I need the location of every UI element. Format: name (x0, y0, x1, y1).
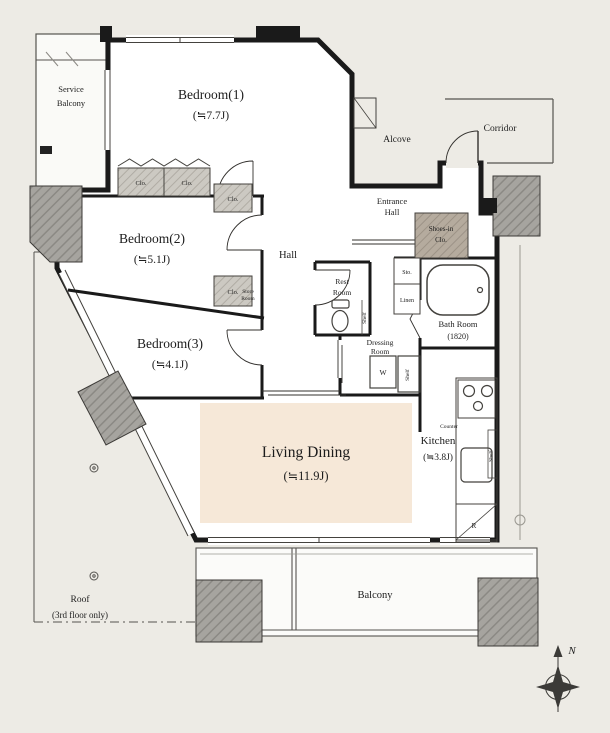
living-dining-size: (≒11.9J) (283, 469, 328, 483)
closet-label-3: Clo. (227, 196, 238, 203)
shoes-in-closet-box (414, 212, 469, 259)
linen-label: Linen (400, 298, 414, 304)
service-balcony-label2: Balcony (57, 98, 86, 108)
roof-label2: (3rd floor only) (52, 610, 108, 620)
fixture-labels: Clo. Clo. Clo. Clo. Sto. Linen Shelf W S… (135, 180, 494, 530)
kitchen-size: (≒3.8J) (423, 452, 453, 463)
kitchen-label: Kitchen (421, 435, 456, 447)
store-room-label2: Room (241, 296, 255, 302)
meter-box (353, 97, 377, 129)
rest-room-label2: Room (333, 288, 352, 297)
dressing-shelf-label: Shelf (404, 369, 411, 381)
dressing-room-label2: Room (371, 347, 390, 356)
closet-label-1: Clo. (135, 180, 146, 187)
dressing-shelf (397, 355, 421, 393)
refrigerator-space (455, 503, 498, 541)
closet-label-4: Clo. (227, 289, 238, 296)
washer-label: W (379, 368, 387, 377)
roof-label: Roof (71, 594, 91, 605)
bedroom1-size: (≒7.7J) (193, 110, 229, 122)
corridor-label: Corridor (484, 124, 518, 134)
balcony-label: Balcony (358, 590, 394, 601)
pipe-shaft-entrance (481, 198, 497, 213)
pillar-bottom-right (477, 577, 539, 647)
bathtub (426, 264, 490, 316)
rest-shelf-label: Shelf (361, 312, 368, 324)
pillars (29, 175, 541, 647)
shafts (100, 26, 497, 213)
living-dining-label: Living Dining (262, 444, 351, 461)
entrance-hall-label: Entrance (377, 196, 407, 206)
dressing-room-label: Dressing (367, 338, 394, 347)
room-labels: Service Balcony Bedroom(1) (≒7.7J) Alcov… (52, 84, 517, 620)
bedroom1-label: Bedroom(1) (178, 87, 244, 102)
corridor-area (445, 98, 554, 164)
shoes-in-closet-label: Shoes-in (429, 225, 454, 233)
pillar-top-right (492, 175, 541, 237)
toilet-tank (331, 299, 350, 309)
bath-room-size: (1820) (447, 332, 469, 341)
kitchen-shelf (487, 429, 498, 479)
hall-label: Hall (279, 250, 297, 261)
shoes-in-closet-label2: Clo. (435, 236, 447, 244)
pillar-top-left (29, 185, 83, 263)
closets (117, 158, 469, 315)
bath-drain (476, 286, 484, 294)
pillar-mid-diagonal (77, 370, 147, 446)
storage-label: Sto. (402, 270, 412, 276)
compass-rose: N (536, 645, 580, 712)
living-dining-floor (200, 403, 412, 523)
toilet-bowl (331, 309, 349, 333)
service-balcony-label: Service (58, 84, 84, 94)
pillar-bottom-center (195, 579, 263, 643)
bedroom2-size: (≒5.1J) (134, 254, 170, 266)
bedroom2-label: Bedroom(2) (119, 231, 185, 246)
sink (460, 447, 493, 483)
drain-mark (40, 146, 52, 154)
entrance-hall-label2: Hall (385, 207, 400, 217)
bedroom3-label: Bedroom(3) (137, 336, 203, 351)
rest-room-label: Rest (335, 277, 349, 286)
closet-label-2: Clo. (181, 180, 192, 187)
service-balcony (35, 33, 107, 191)
pipe-shaft-top (256, 26, 300, 42)
entrance-door (445, 130, 479, 168)
bath-room-label: Bath Room (439, 319, 478, 329)
pipe-shaft-top-left (100, 26, 112, 42)
compass-north-label: N (567, 645, 576, 657)
compass-star (536, 665, 580, 709)
store-room-label: Store (242, 289, 254, 295)
alcove-label: Alcove (383, 135, 410, 145)
bedroom3-size: (≒4.1J) (152, 359, 188, 371)
washer-box (369, 355, 397, 389)
counter-label: Counter (440, 424, 458, 430)
right-service-strip (514, 245, 526, 540)
refrigerator-label: R (472, 522, 477, 530)
stove (457, 379, 496, 419)
kitchen-shelf-label: Shelf (488, 450, 495, 462)
compass-arrowhead (553, 645, 563, 657)
fixtures (331, 97, 498, 543)
